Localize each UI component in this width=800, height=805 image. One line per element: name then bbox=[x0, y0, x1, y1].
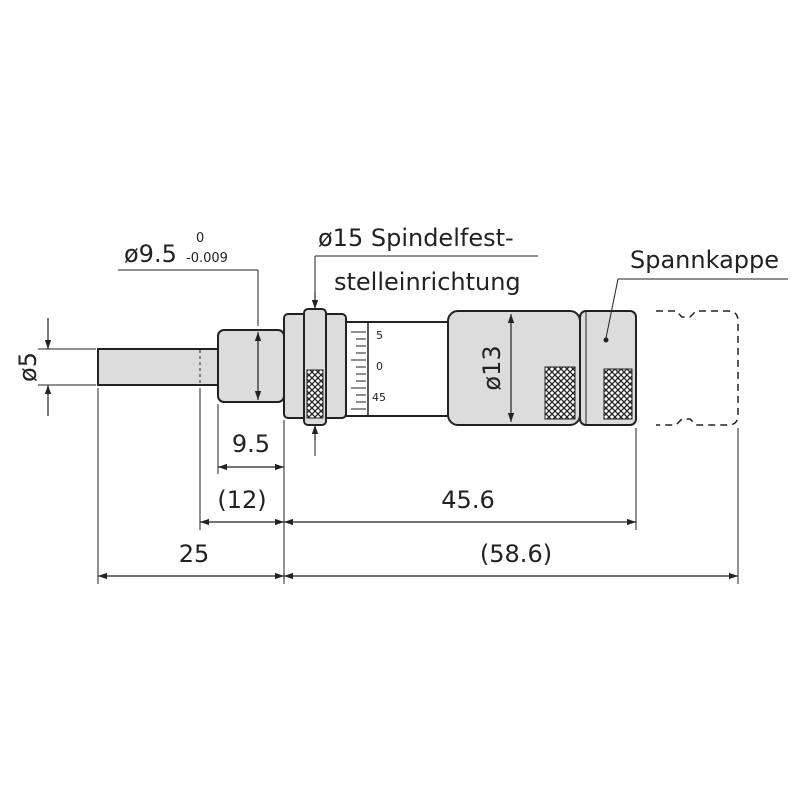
scale-label-upper: 5 bbox=[376, 329, 383, 342]
collar-diameter-label: ø9.5 bbox=[124, 240, 177, 268]
body-length-label: 45.6 bbox=[441, 486, 494, 514]
shaft-diameter-label: ø5 bbox=[14, 352, 42, 382]
spindle-shaft bbox=[97, 348, 219, 386]
collar-tolerance-upper: 0 bbox=[196, 231, 204, 246]
thimble-knurl bbox=[544, 366, 576, 420]
collar-length-label: 9.5 bbox=[232, 430, 270, 458]
scale-label-lower: 45 bbox=[372, 391, 386, 404]
thimble-scale-section bbox=[345, 321, 449, 417]
collar-offset-label: (12) bbox=[217, 486, 266, 514]
extension-lines bbox=[38, 255, 788, 584]
scale-ticks bbox=[351, 331, 366, 410]
barrel-diameter-label: ø13 bbox=[478, 345, 506, 390]
scale-label-middle: 0 bbox=[376, 360, 383, 373]
total-length-label: (58.6) bbox=[480, 540, 552, 568]
clamp-cap-marker bbox=[603, 337, 609, 343]
lock-device-label-line2: stelleinrichtung bbox=[334, 268, 521, 296]
clamp-cap-label: Spannkappe bbox=[630, 246, 779, 274]
shaft-length-label: 25 bbox=[179, 540, 210, 568]
lock-nut-knurl bbox=[306, 369, 324, 419]
collar bbox=[217, 329, 285, 403]
removed-cap-outline bbox=[656, 310, 739, 426]
collar-tolerance-lower: -0.009 bbox=[186, 251, 228, 266]
dimension-lines bbox=[44, 292, 738, 580]
clamp-cap-knurl bbox=[603, 368, 633, 420]
lock-device-label-line1: ø15 Spindelfest- bbox=[318, 224, 514, 252]
part-outline: 5 0 45 bbox=[97, 308, 739, 426]
